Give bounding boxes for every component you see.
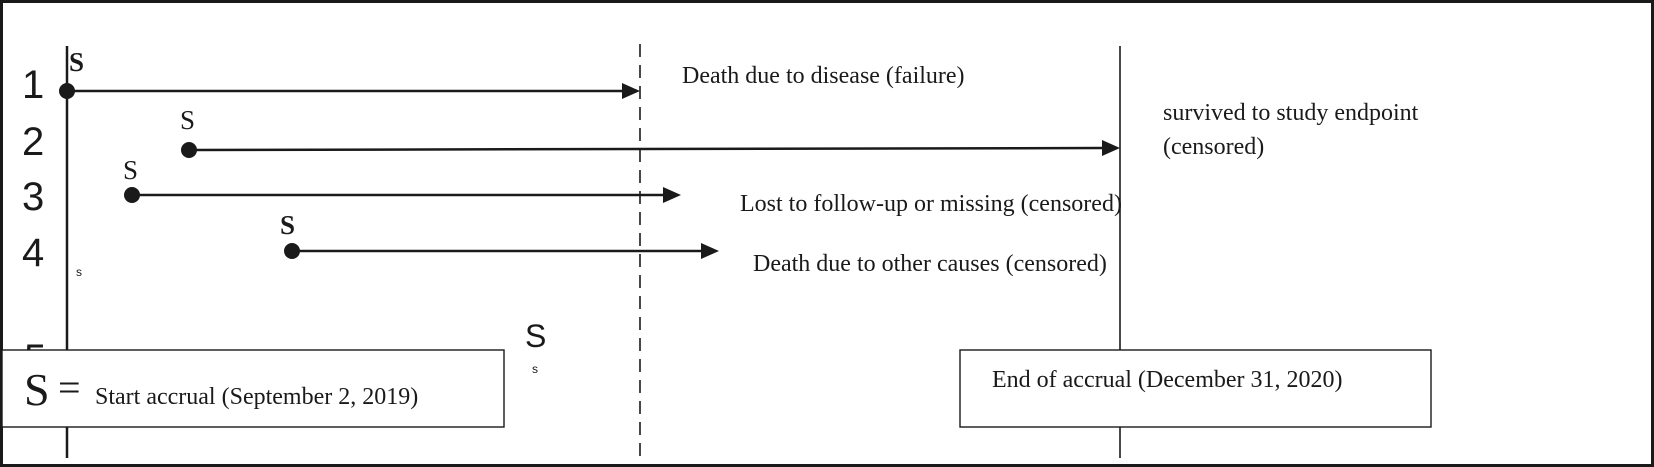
outcome-label-1: Death due to disease (failure) — [682, 63, 965, 89]
end-accrual-text: End of accrual (December 31, 2020) — [992, 367, 1343, 393]
row-number-3: 3 — [22, 175, 44, 219]
arrowhead-2 — [1102, 140, 1120, 156]
legend-text: Start accrual (September 2, 2019) — [95, 384, 418, 410]
arrowhead-4 — [701, 243, 719, 259]
arrowhead-1 — [622, 83, 640, 99]
stray-large-s-mid: S — [525, 318, 546, 354]
end-accrual-box — [959, 349, 1432, 428]
stray-small-s-left: s — [76, 265, 82, 279]
legend-box — [1, 349, 505, 428]
row-number-1: 1 — [22, 63, 44, 107]
outcome-label-2-line1: survived to study endpoint — [1163, 100, 1419, 126]
legend-equals: = — [58, 365, 81, 410]
row-number-4: 4 — [22, 231, 44, 275]
outcome-label-3: Lost to follow-up or missing (censored) — [740, 191, 1122, 217]
follow-up-arrow-2 — [188, 146, 1105, 152]
outcome-label-2-line2: (censored) — [1163, 134, 1264, 160]
outcome-label-4: Death due to other causes (censored) — [753, 251, 1107, 277]
start-label-3: S — [123, 155, 138, 185]
start-label-2: S — [180, 105, 195, 135]
legend-symbol: S — [24, 364, 50, 415]
start-label-1: S — [69, 47, 84, 77]
stray-small-s-mid: s — [532, 362, 538, 376]
arrowhead-3 — [663, 187, 681, 203]
start-label-4: S — [280, 210, 295, 240]
row-number-2: 2 — [22, 120, 44, 164]
